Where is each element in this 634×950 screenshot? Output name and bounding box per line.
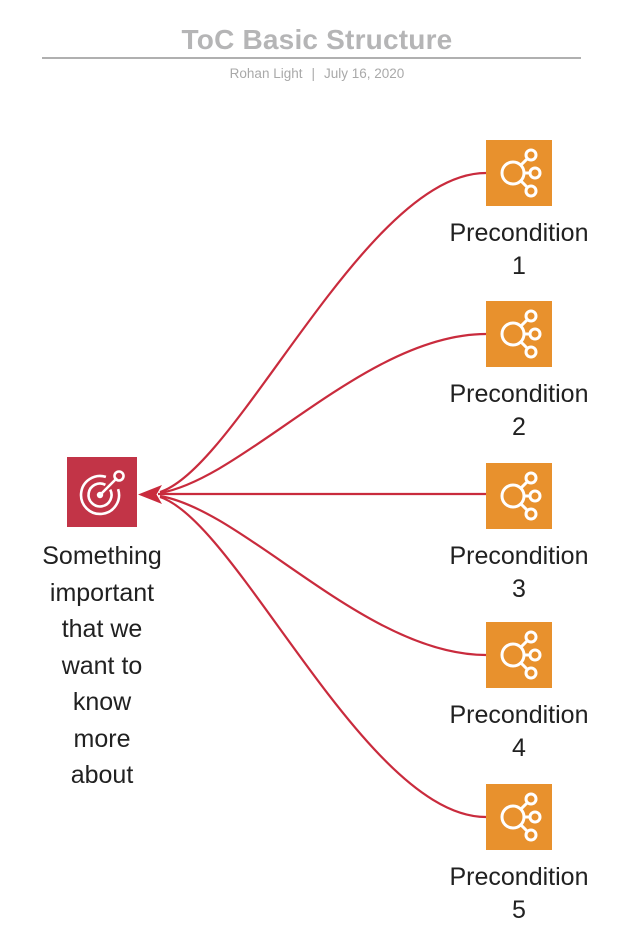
- publish-date: July 16, 2020: [324, 66, 405, 81]
- outcome-label-line: want to: [61, 651, 143, 680]
- outcome-label-line: Something: [42, 542, 162, 570]
- precondition-node-2: [486, 301, 552, 367]
- precondition-node-3: [486, 463, 552, 529]
- precondition-node-1: [486, 140, 552, 206]
- arrowhead: [138, 485, 162, 504]
- outcome-label-line: important: [49, 578, 155, 607]
- precondition-node-5: [486, 784, 552, 850]
- author-name: Rohan Light: [229, 66, 303, 81]
- precondition-label-5: Precondition 5: [449, 863, 589, 924]
- precondition-label-3: Precondition 3: [449, 542, 589, 603]
- page-title: ToC Basic Structure: [181, 24, 453, 55]
- outcome-node: [67, 457, 137, 527]
- target-bullseye-icon: [79, 470, 125, 516]
- network-branch-icon: [500, 792, 542, 842]
- byline-separator: |: [311, 66, 315, 81]
- precondition-node-4: [486, 622, 552, 688]
- header-divider-line: [42, 57, 581, 59]
- outcome-label: Something important that we want to know…: [2, 538, 202, 794]
- byline: Rohan Light | July 16, 2020: [0, 66, 634, 81]
- outcome-label-line: that we: [61, 615, 143, 643]
- precondition-label-1: Precondition 1: [449, 219, 589, 280]
- outcome-label-line: more: [73, 724, 131, 753]
- precondition-label-2: Precondition 2: [449, 380, 589, 441]
- outcome-label-line: about: [70, 761, 134, 789]
- outcome-label-line: know: [72, 688, 132, 716]
- network-branch-icon: [500, 630, 542, 680]
- network-branch-icon: [500, 471, 542, 521]
- network-branch-icon: [500, 148, 542, 198]
- precondition-label-4: Precondition 4: [449, 701, 589, 762]
- network-branch-icon: [500, 309, 542, 359]
